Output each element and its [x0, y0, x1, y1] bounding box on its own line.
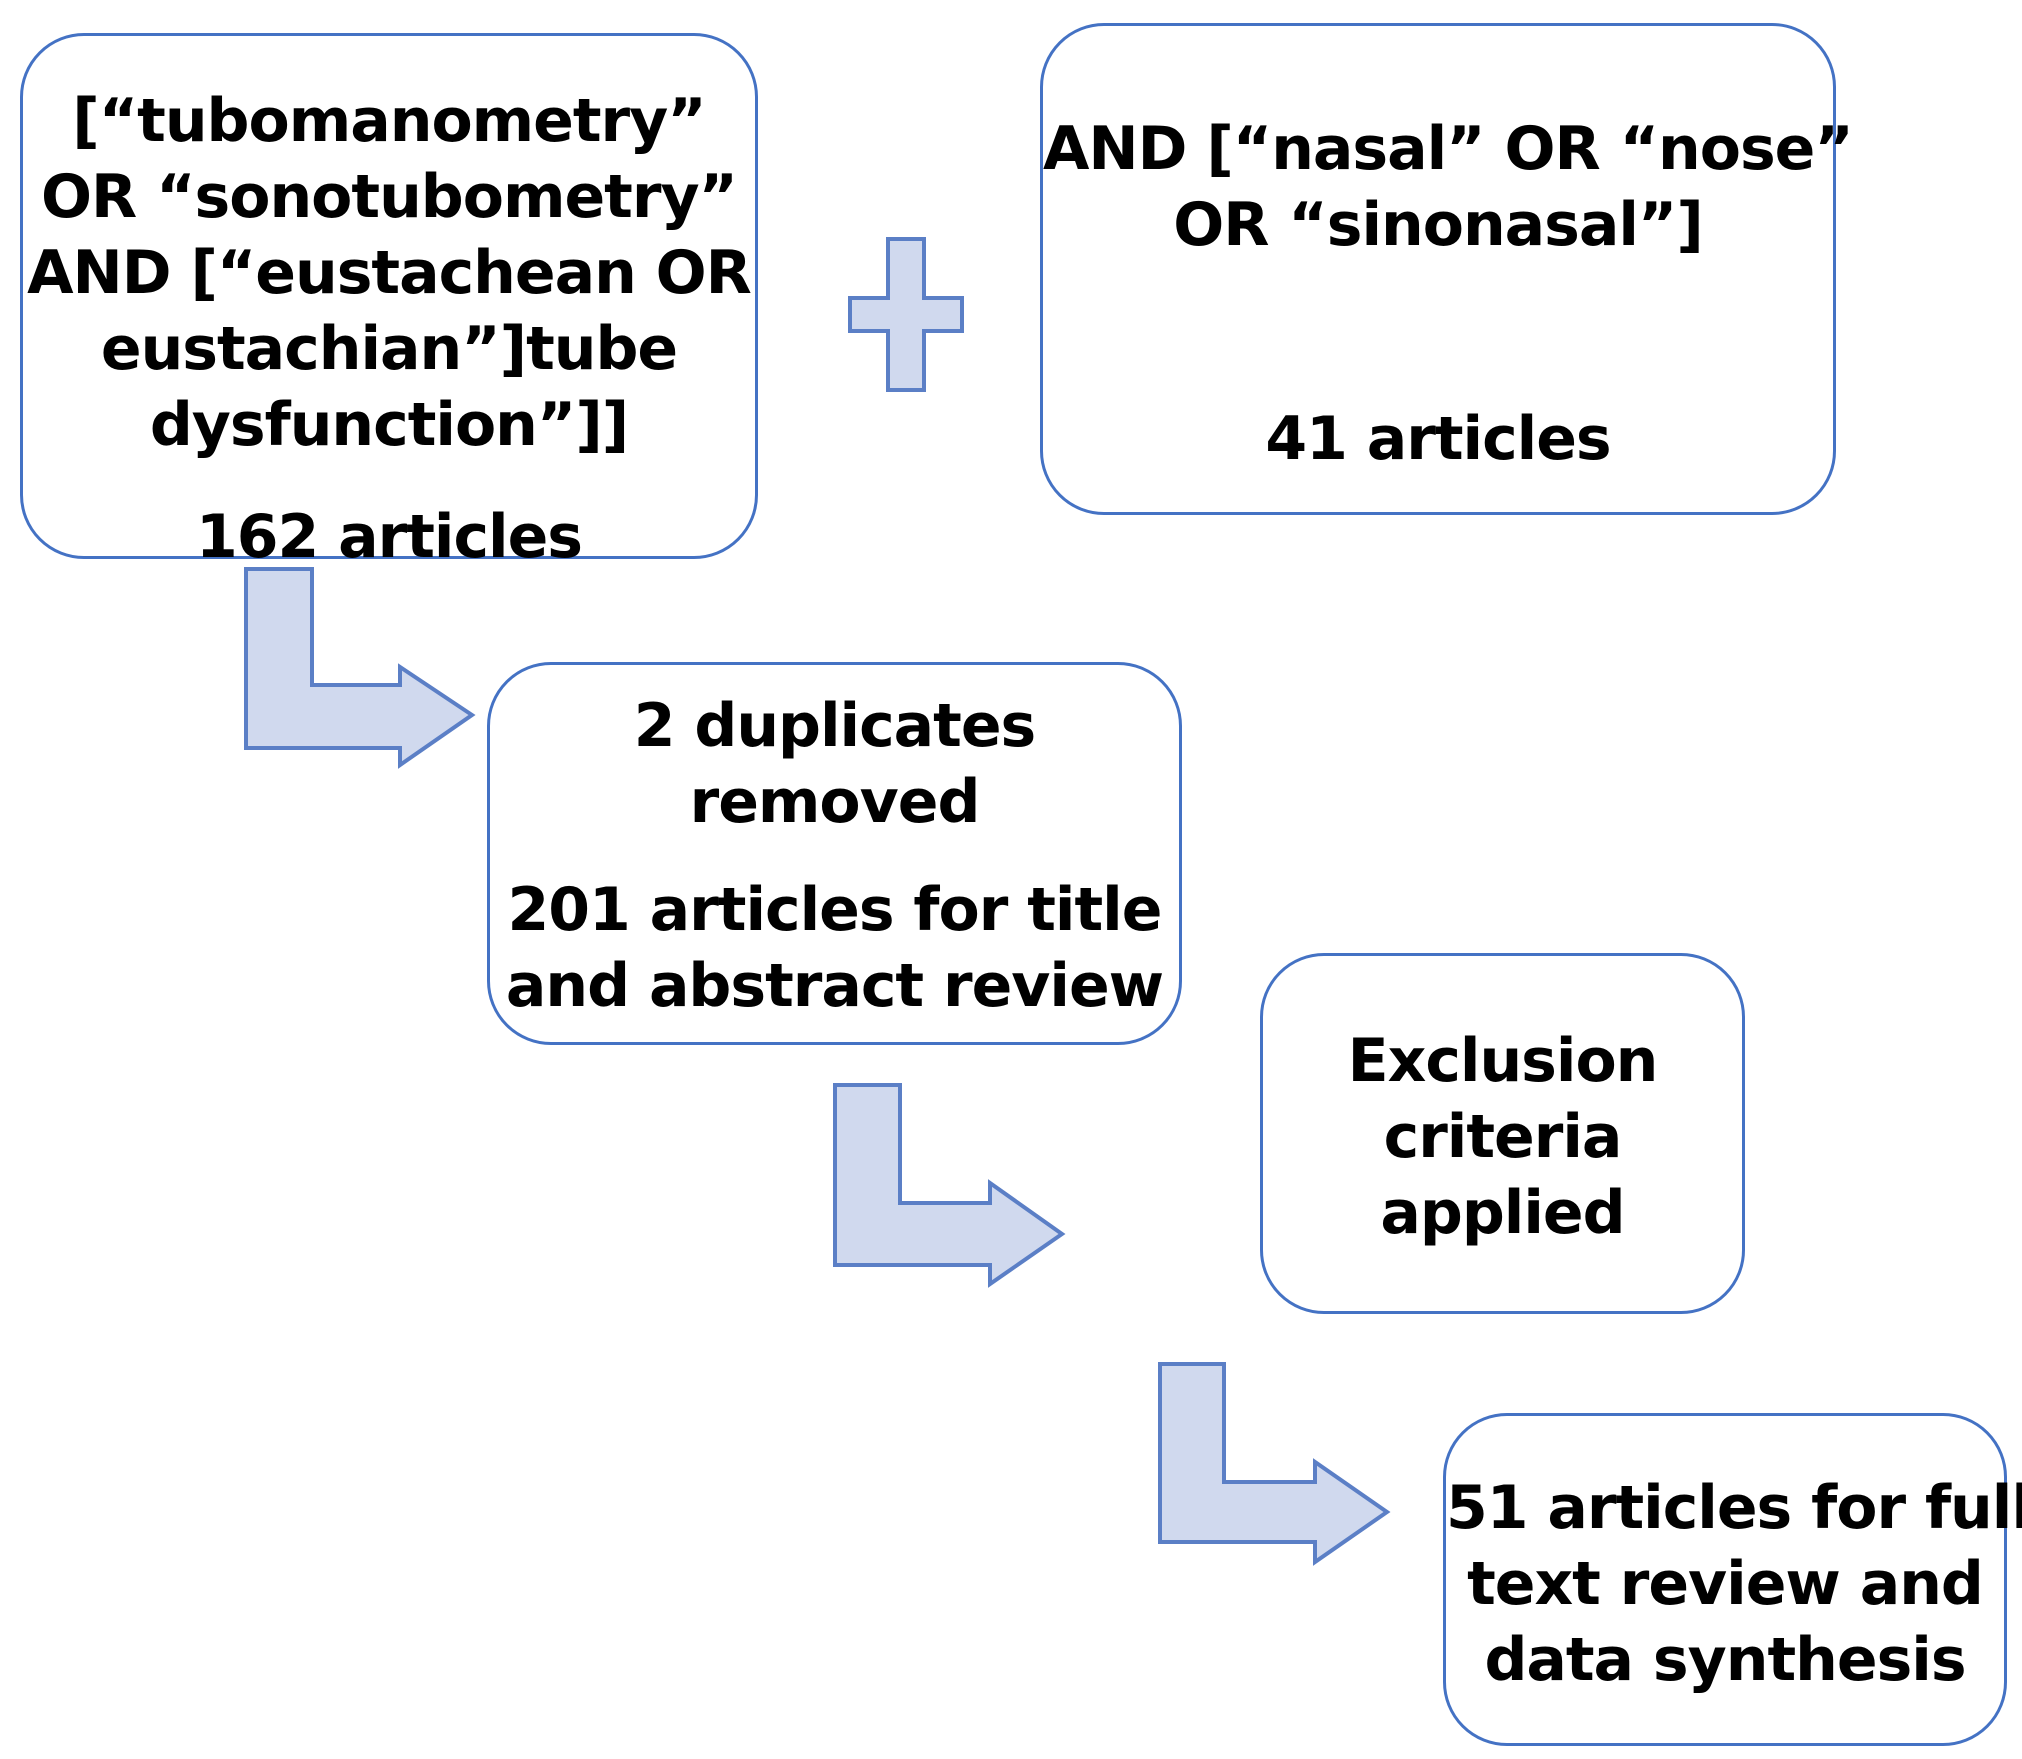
bent-arrow-icon — [833, 1083, 1066, 1288]
article-count: 162 articles — [196, 502, 583, 572]
box-line: Exclusion — [1347, 1026, 1659, 1096]
final-text: 51 articles for full text review and dat… — [1446, 1470, 2022, 1698]
review-count-text: 201 articles for title and abstract revi… — [490, 872, 1179, 1024]
query-line: [“tubomanometry” — [72, 86, 706, 156]
query-line: dysfunction”]] — [149, 390, 629, 460]
plus-icon — [848, 237, 964, 392]
box-line: text review and — [1467, 1549, 1984, 1619]
deduplication-box: 2 duplicates removed 201 articles for ti… — [487, 662, 1182, 1045]
box-line: applied — [1380, 1178, 1625, 1248]
query-line: AND [“eustachean OR — [27, 238, 752, 308]
search-query-text: [“tubomanometry” OR “sonotubometry” AND … — [23, 83, 755, 463]
box-line: data synthesis — [1484, 1625, 1966, 1695]
bent-arrow-icon — [244, 567, 476, 769]
query-line: AND [“nasal” OR “nose” — [1043, 114, 1854, 184]
box-line: 51 articles for full — [1446, 1473, 2022, 1543]
query-line: eustachian”]tube — [100, 314, 678, 384]
search-query-box: [“tubomanometry” OR “sonotubometry” AND … — [20, 33, 758, 572]
box-line: 201 articles for title — [507, 875, 1163, 945]
query-line: OR “sonotubometry” — [41, 162, 738, 232]
box-line: removed — [689, 767, 981, 837]
query-line: OR “sinonasal”] — [1173, 190, 1704, 260]
nasal-query-text: AND [“nasal” OR “nose” OR “sinonasal”] — [1043, 111, 1854, 263]
nasal-query-box: AND [“nasal” OR “nose” OR “sinonasal”] 4… — [1040, 23, 1854, 515]
box-line: 2 duplicates — [633, 691, 1037, 761]
article-count: 41 articles — [1265, 404, 1611, 474]
box-line: and abstract review — [505, 951, 1164, 1021]
exclusion-criteria-box: Exclusion criteria applied — [1260, 953, 1745, 1314]
box-line: criteria — [1383, 1102, 1623, 1172]
duplicates-text: 2 duplicates removed — [490, 688, 1179, 840]
exclusion-text: Exclusion criteria applied — [1263, 1023, 1742, 1251]
final-articles-box: 51 articles for full text review and dat… — [1443, 1413, 2022, 1746]
bent-arrow-icon — [1158, 1362, 1391, 1566]
